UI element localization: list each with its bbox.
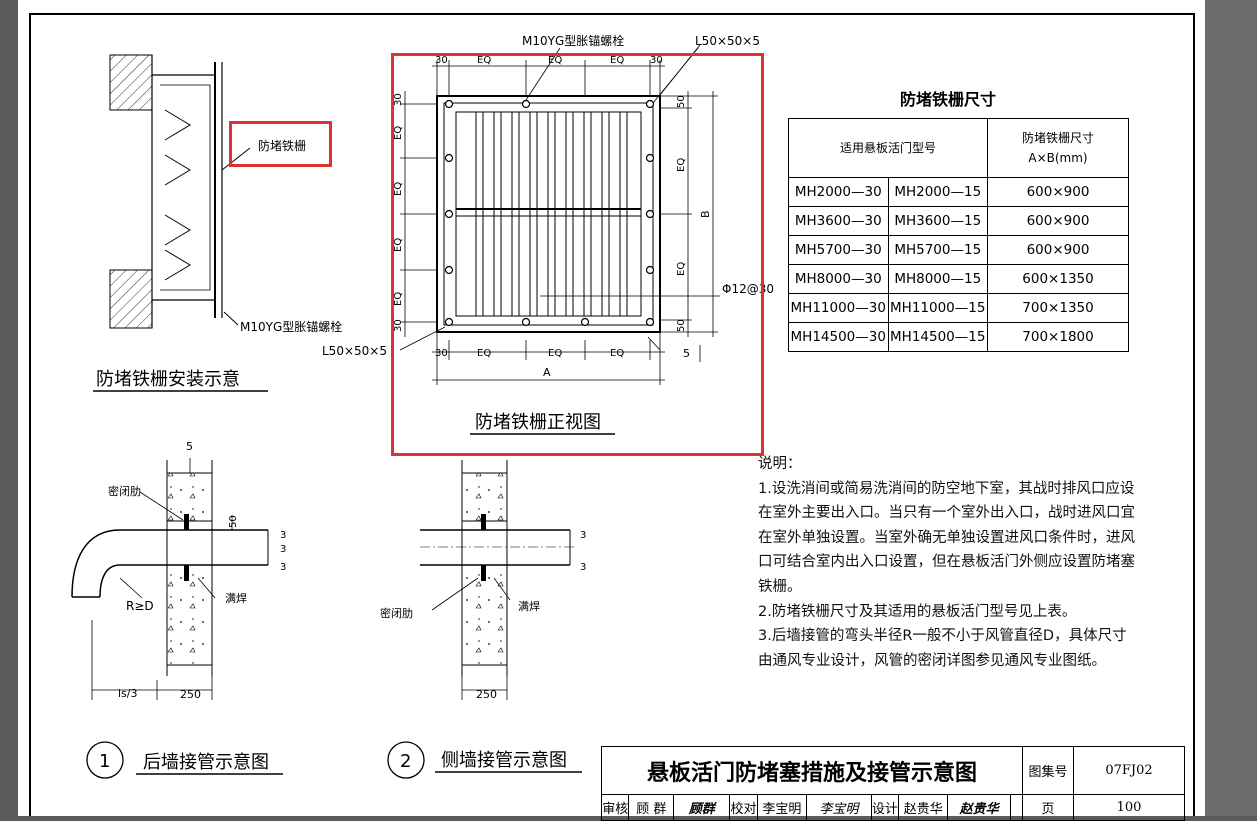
side-wall-number-circle	[387, 741, 425, 779]
page-number: 100	[1073, 794, 1185, 821]
dim-eq-left-1: EQ	[393, 126, 404, 140]
dim-eq-bottom-3: EQ	[610, 348, 624, 359]
dim-250-side: 250	[476, 688, 497, 701]
notes-heading: 说明：	[758, 456, 802, 472]
dim-250-back: 250	[180, 688, 201, 701]
table-header-model: 适用悬板活门型号	[788, 118, 988, 178]
dim-eq-left-4: EQ	[393, 292, 404, 306]
dim-eq-top-2: EQ	[548, 55, 562, 66]
dim-a-label: A	[543, 366, 551, 379]
anti-block-grille-label: 防堵铁栅	[258, 138, 306, 153]
drawing-title: 悬板活门防堵塞措施及接管示意图	[601, 746, 1023, 795]
dim-eq-bottom-2: EQ	[548, 348, 562, 359]
angle-bottom-label: L50×50×5	[322, 344, 387, 358]
back-wall-number-circle	[86, 741, 124, 779]
notes-line: 3.后墙接管的弯头半径R一般不小于风管直径D，具体尺寸	[758, 628, 1127, 645]
dim-5-back-wall: 5	[186, 440, 193, 453]
notes-line: 2.防堵铁栅尺寸及其适用的悬板活门型号见上表。	[758, 603, 1077, 620]
bend-radius-label: R≥D	[126, 599, 154, 613]
dim-3-back-top: 3	[280, 530, 286, 541]
back-wall-sketch	[71, 458, 269, 700]
dim-eq-right-2: EQ	[676, 262, 687, 276]
table-title: 防堵铁栅尺寸	[900, 90, 997, 109]
angle-top-label: L50×50×5	[695, 34, 760, 48]
side-wall-sketch	[420, 460, 575, 700]
seal-rib-label-side: 密闭肋	[380, 606, 413, 620]
side-wall-title: 侧墙接管示意图	[441, 750, 567, 771]
notes-line: 在室外主要出入口。当只有一个室外出入口，战时进风口宜	[758, 505, 1135, 522]
highlight-box-front-view	[391, 53, 764, 456]
notes-block: 说明： 1.设洗消间或简易洗消间的防空地下室，其战时排风口应设 在室外主要出入口…	[740, 452, 1140, 673]
notes-line: 1.设洗消间或简易洗消间的防空地下室，其战时排风口应设	[758, 480, 1135, 497]
sheet-frame	[29, 13, 1195, 816]
table-header-size: 防堵铁栅尺寸 A×B(mm)	[987, 118, 1129, 178]
title-block: 悬板活门防堵塞措施及接管示意图 图集号 07FJ02 审核 顾 群 顾群 校对 …	[600, 746, 1185, 821]
dim-30-left-top: 30	[393, 93, 404, 106]
dim-eq-left-2: EQ	[393, 182, 404, 196]
dim-30-left-bottom: 30	[393, 319, 404, 332]
dim-30-top-left: 30	[435, 55, 448, 66]
notes-line: 在室外单独设置。当室外确无单独设置进风口条件时，进风	[758, 529, 1135, 546]
atlas-number: 07FJ02	[1073, 746, 1185, 795]
dim-eq-right-1: EQ	[676, 158, 687, 172]
reviewer-signature: 顾群	[673, 794, 731, 821]
dim-50-top-right: 50	[676, 95, 687, 108]
notes-line: 由通风专业设计，风管的密闭详图参见通风专业图纸。	[758, 652, 1106, 669]
notes-line: 铁栅。	[758, 578, 802, 595]
dim-30-top-right: 30	[650, 55, 663, 66]
dim-50-bottom-right: 50	[676, 319, 687, 332]
dim-3-side-top: 3	[580, 530, 586, 541]
dim-b-label: B	[699, 210, 712, 218]
dim-50-back-wall: 50	[228, 515, 239, 528]
designer-signature: 赵贵华	[947, 794, 1011, 821]
checker-signature: 李宝明	[805, 794, 872, 821]
dim-30-bottom-left: 30	[435, 348, 448, 359]
dim-3-back-mid: 3	[280, 544, 286, 555]
dim-eq-left-3: EQ	[393, 238, 404, 252]
dim-eq-top-3: EQ	[610, 55, 624, 66]
dim-eq-bottom-1: EQ	[477, 348, 491, 359]
atlas-label: 图集号	[1022, 746, 1074, 795]
back-wall-title: 后墙接管示意图	[143, 752, 269, 773]
install-title: 防堵铁栅安装示意	[96, 369, 240, 390]
grille-front-view	[399, 44, 720, 385]
side-wall-number: 2	[400, 751, 411, 772]
dim-3-side-low: 3	[580, 562, 586, 573]
notes-line: 口可结合室内出入口设置，但在悬板活门外侧应设置防堵塞	[758, 554, 1135, 571]
dim-5-bottom-right: 5	[683, 347, 690, 360]
front-view-title: 防堵铁栅正视图	[475, 412, 601, 433]
viewer-scrollbar[interactable]	[1205, 0, 1257, 816]
dim-eq-top-1: EQ	[477, 55, 491, 66]
anchor-bolt-top-label: M10YG型胀锚螺栓	[522, 33, 624, 48]
bar-spec-label: Φ12@30	[722, 282, 774, 296]
install-sketch	[109, 54, 251, 329]
anchor-bolt-side-label: M10YG型胀锚螺栓	[240, 319, 342, 334]
highlight-box-grille-label	[229, 121, 332, 167]
back-wall-number: 1	[99, 751, 110, 772]
dim-ls3-label: ls/3	[118, 687, 138, 700]
seal-rib-label-back: 密闭肋	[108, 484, 141, 498]
full-weld-label-back: 满焊	[225, 591, 247, 605]
full-weld-label-side: 满焊	[518, 599, 540, 613]
dim-3-back-low: 3	[280, 562, 286, 573]
